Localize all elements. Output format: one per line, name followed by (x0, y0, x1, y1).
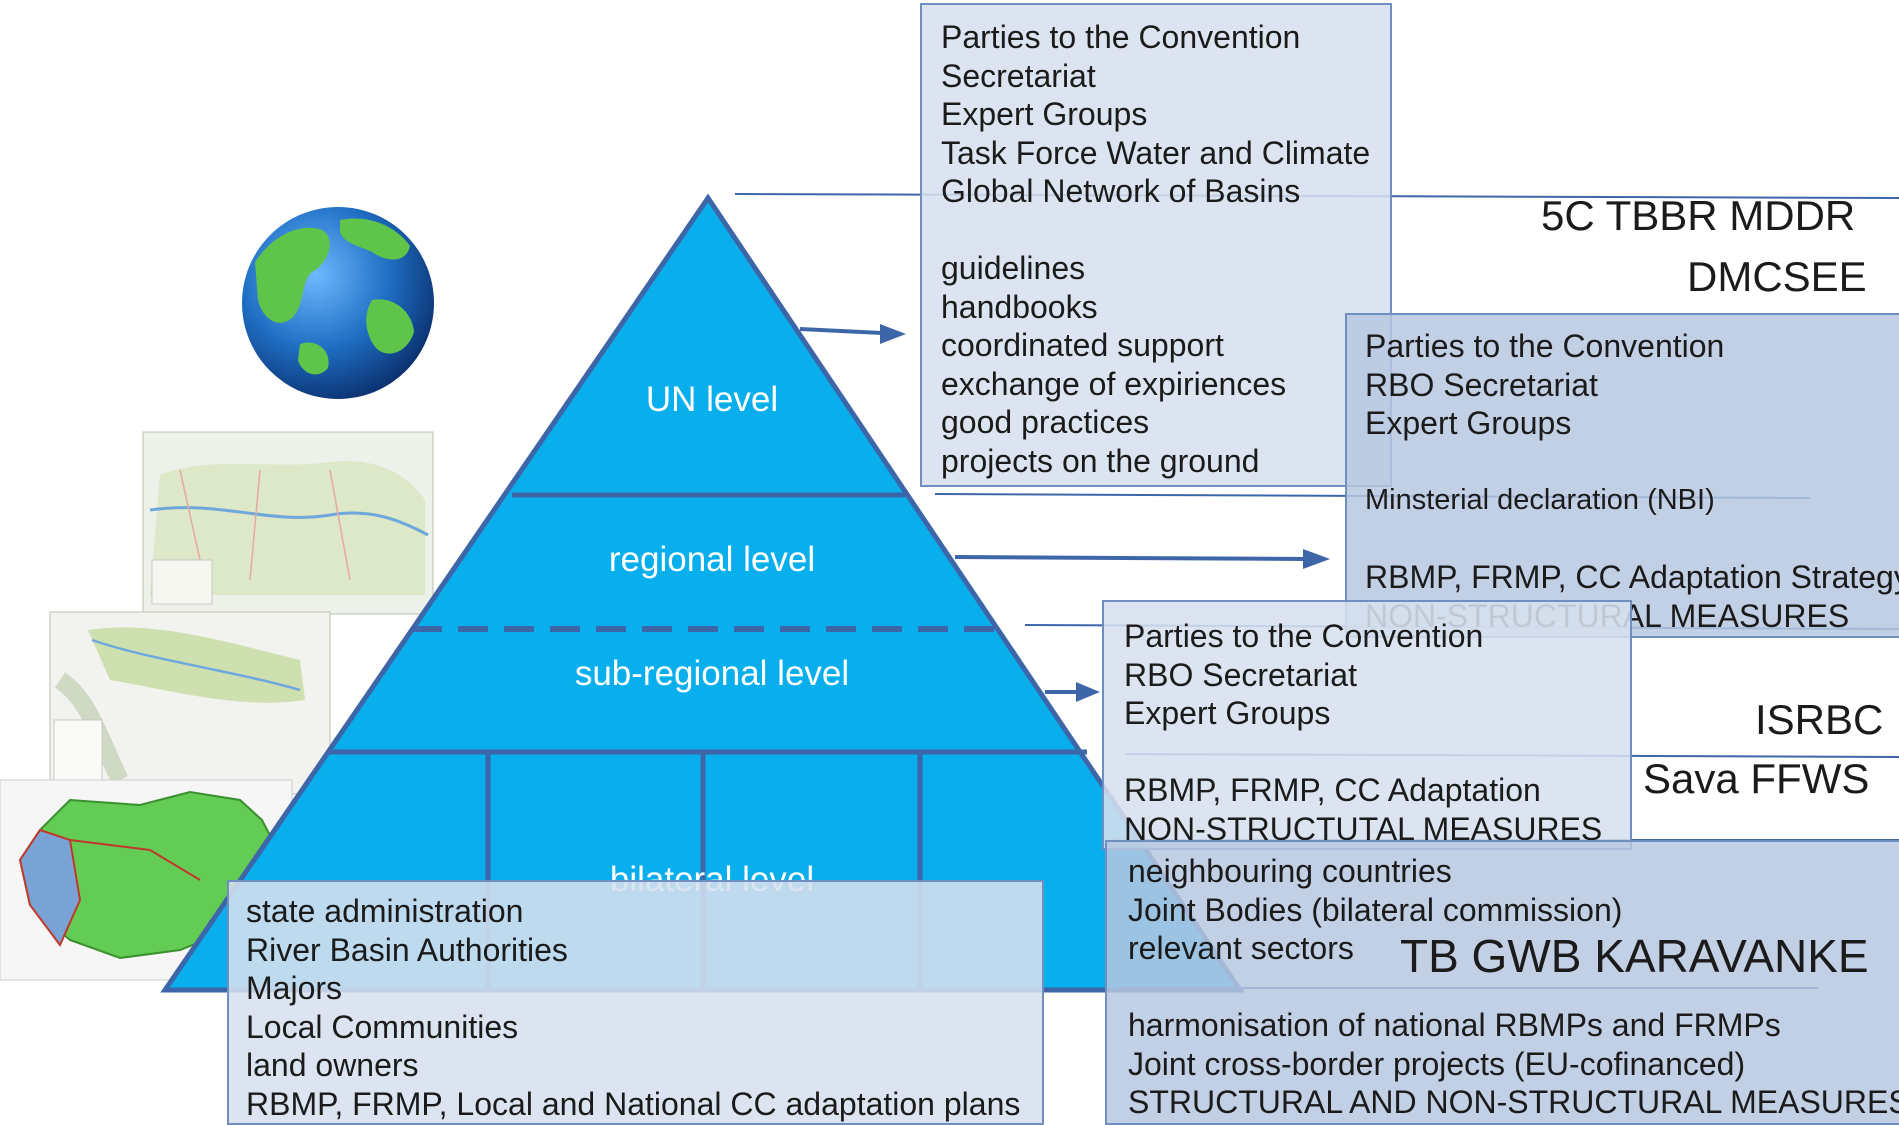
subregional-body-item: Expert Groups (1124, 695, 1331, 731)
regional-body-item: Expert Groups (1365, 405, 1572, 441)
subregional-body-item: Parties to the Convention (1124, 618, 1484, 654)
regional-body-item: Parties to the Convention (1365, 328, 1725, 364)
national-item: state administration (246, 893, 524, 929)
subregional-output-item: RBMP, FRMP, CC Adaptation (1124, 772, 1541, 808)
un-output-item: exchange of expiriences (941, 365, 1287, 402)
un-output-item: projects on the ground (941, 442, 1260, 479)
level-label-subregional: sub-regional level (574, 654, 850, 693)
un-body-item: Global Network of Basins (941, 173, 1301, 209)
regional-output-item: RBMP, FRMP, CC Adaptation Strategy (1365, 559, 1899, 595)
arrow-un-to-box (799, 324, 906, 344)
national-item: Majors (246, 970, 343, 1006)
danube-basin-map (142, 431, 434, 615)
national-item: River Basin Authorities (246, 931, 568, 968)
regional-body-item: RBO Secretariat (1365, 366, 1598, 403)
subregional-body-item: RBO Secretariat (1124, 656, 1357, 693)
un-body-item: Secretariat (941, 57, 1096, 94)
globe-icon (242, 207, 434, 399)
arrow-subregional-to-box (1045, 682, 1100, 702)
project-title-regional-2: DMCSEE (1687, 253, 1867, 300)
bilateral-output-item: Joint cross-border projects (EU-cofinanc… (1128, 1045, 1746, 1082)
sava-basin-map (49, 611, 331, 795)
bilateral-output-item: harmonisation of national RBMPs and FRMP… (1128, 1007, 1781, 1043)
bilateral-body-item: neighbouring countries (1128, 853, 1452, 889)
bilateral-body-item: Joint Bodies (bilateral commission) (1128, 891, 1623, 928)
national-level-box: state administration River Basin Authori… (227, 880, 1044, 1125)
subregional-level-box: Parties to the Convention RBO Secretaria… (1102, 600, 1632, 850)
level-label-regional: regional level (608, 540, 816, 579)
un-level-box: Parties to the Convention Secretariat Ex… (920, 3, 1392, 487)
un-output-item: coordinated support (941, 327, 1224, 363)
un-body-item: Expert Groups (941, 96, 1148, 132)
national-item: RBMP, FRMP, Local and National CC adapta… (246, 1085, 1021, 1122)
arrow-regional-to-box (954, 549, 1330, 569)
project-title-subregional-2: Sava FFWS (1643, 755, 1870, 802)
un-output-item: good practices (941, 404, 1150, 440)
level-label-un: UN level (645, 380, 779, 419)
national-item: land owners (246, 1047, 419, 1083)
regional-level-box: Parties to the Convention RBO Secretaria… (1345, 313, 1899, 638)
bilateral-body-item: relevant sectors (1128, 930, 1354, 966)
un-body-item: Task Force Water and Climate (941, 134, 1371, 171)
bilateral-output-item: STRUCTURAL AND NON-STRUCTURAL MEASURES (1128, 1084, 1899, 1120)
regional-declaration: Minsterial declaration (NBI) (1365, 484, 1715, 516)
project-title-regional-1: 5C TBBR MDDR (1541, 192, 1856, 239)
project-title-subregional-1: ISRBC (1755, 696, 1884, 743)
un-body-item: Parties to the Convention (941, 19, 1301, 55)
national-item: Local Communities (246, 1008, 519, 1045)
project-title-bilateral: TB GWB KARAVANKE (1400, 930, 1869, 982)
un-output-item: guidelines (941, 250, 1086, 286)
un-output-item: handbooks (941, 288, 1098, 325)
bilateral-level-box: neighbouring countries Joint Bodies (bil… (1105, 840, 1899, 1125)
